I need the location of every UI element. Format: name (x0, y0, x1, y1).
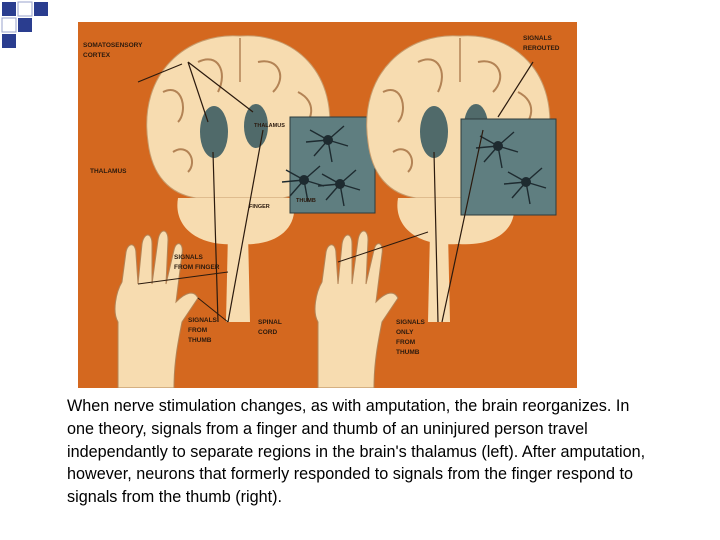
svg-text:SIGNALS: SIGNALS (523, 35, 553, 42)
label-thalamus-inset: THALAMUS (254, 123, 285, 129)
svg-text:SPINAL: SPINAL (258, 319, 282, 326)
label-somatosensory-cortex: SOMATOSENSORY CORTEX (83, 42, 143, 59)
figure-caption: When nerve stimulation changes, as with … (67, 397, 646, 507)
svg-text:SOMATOSENSORY: SOMATOSENSORY (83, 42, 143, 49)
svg-text:CORTEX: CORTEX (83, 52, 111, 59)
corner-decoration (1, 1, 48, 48)
label-signals-rerouted: SIGNALS REROUTED (523, 35, 560, 52)
label-signals-only-from-thumb: SIGNALS ONLY FROM THUMB (396, 319, 426, 356)
svg-text:ONLY: ONLY (396, 329, 414, 336)
thalamus-left-shape (200, 106, 228, 158)
brain-diagram: SOMATOSENSORY CORTEX THALAMUS THALAMUS T… (78, 22, 577, 388)
label-signals-from-thumb: SIGNALS FROM THUMB (188, 317, 218, 344)
label-thalamus: THALAMUS (90, 168, 127, 175)
svg-text:THUMB: THUMB (396, 349, 420, 356)
right-brain (366, 35, 557, 323)
left-brain (137, 35, 376, 323)
svg-text:FROM FINGER: FROM FINGER (174, 264, 220, 271)
svg-text:SIGNALS: SIGNALS (174, 254, 204, 261)
thalamus-inset-left (289, 116, 376, 214)
svg-text:SIGNALS: SIGNALS (188, 317, 218, 324)
thalamus-inset-right (460, 118, 557, 216)
svg-text:FROM: FROM (396, 339, 415, 346)
right-hand (314, 230, 399, 388)
svg-text:REROUTED: REROUTED (523, 45, 560, 52)
svg-text:SIGNALS: SIGNALS (396, 319, 426, 326)
left-hand (114, 230, 199, 388)
label-spinal-cord: SPINAL CORD (258, 319, 282, 336)
svg-text:FROM: FROM (188, 327, 207, 334)
svg-text:CORD: CORD (258, 329, 277, 336)
label-thumb-inset: THUMB (296, 198, 316, 204)
label-finger-inset: FINGER (249, 204, 270, 210)
label-signals-from-finger: SIGNALS FROM FINGER (174, 254, 220, 271)
svg-text:THUMB: THUMB (188, 337, 212, 344)
